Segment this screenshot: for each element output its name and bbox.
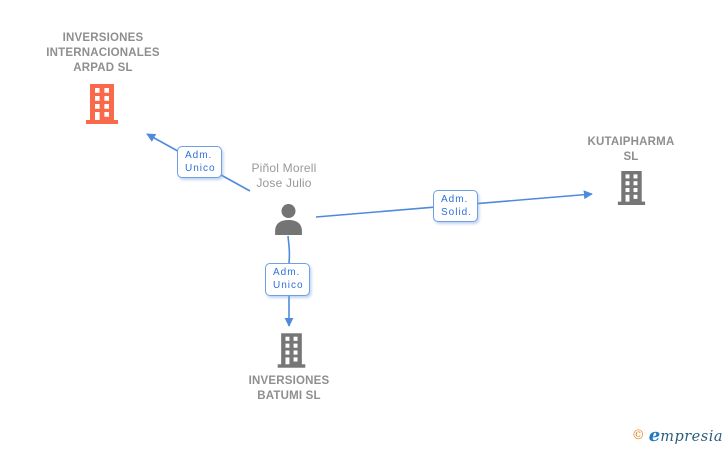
company-name-line: ARPAD SL xyxy=(73,62,133,74)
edge-label-adm-solid-kutaipharma: Adm. Solid. xyxy=(433,190,478,222)
building-icon-kutaipharma[interactable] xyxy=(616,171,647,205)
person-name-line: Piñol Morell xyxy=(251,161,317,175)
brand-logo-e: e xyxy=(648,425,661,446)
person-icon[interactable] xyxy=(272,204,305,235)
edge-label-line: Solid. xyxy=(441,207,473,218)
edge-label-line: Unico xyxy=(273,280,304,291)
empresia-brand-link[interactable]: ©empresia xyxy=(632,425,723,446)
edge-label-adm-unico-batumi: Adm. Unico xyxy=(265,263,310,296)
company-name-line: KUTAIPHARMA xyxy=(587,136,675,148)
company-name-line: INVERSIONES xyxy=(248,375,330,387)
edge-label-adm-unico-arpad: Adm. Unico xyxy=(177,146,222,178)
node-label-kutaipharma[interactable]: KUTAIPHARMA SL xyxy=(558,135,704,165)
building-icon-arpad[interactable] xyxy=(84,84,120,124)
building-icon-batumi[interactable] xyxy=(276,333,307,368)
node-label-pinol-morell-jose-julio[interactable]: Piñol Morell Jose Julio xyxy=(214,161,354,190)
person-name-line: Jose Julio xyxy=(256,175,312,190)
company-name-line: INTERNACIONALES xyxy=(46,47,160,59)
brand-logo-text: mpresia xyxy=(660,429,723,445)
node-label-inversiones-internacionales-arpad[interactable]: INVERSIONES INTERNACIONALES ARPAD SL xyxy=(33,31,173,76)
edge-label-line: Adm. xyxy=(185,150,213,161)
node-label-inversiones-batumi[interactable]: INVERSIONES BATUMI SL xyxy=(219,374,359,404)
edge-label-line: Adm. xyxy=(273,267,301,278)
company-name-line: INVERSIONES xyxy=(62,32,144,44)
edge-label-line: Unico xyxy=(185,163,216,174)
copyright-icon: © xyxy=(631,428,645,443)
company-name-line: SL xyxy=(623,151,639,163)
edge-person-to-batumi xyxy=(284,235,294,327)
company-name-line: BATUMI SL xyxy=(257,390,321,402)
edge-label-line: Adm. xyxy=(441,194,469,205)
